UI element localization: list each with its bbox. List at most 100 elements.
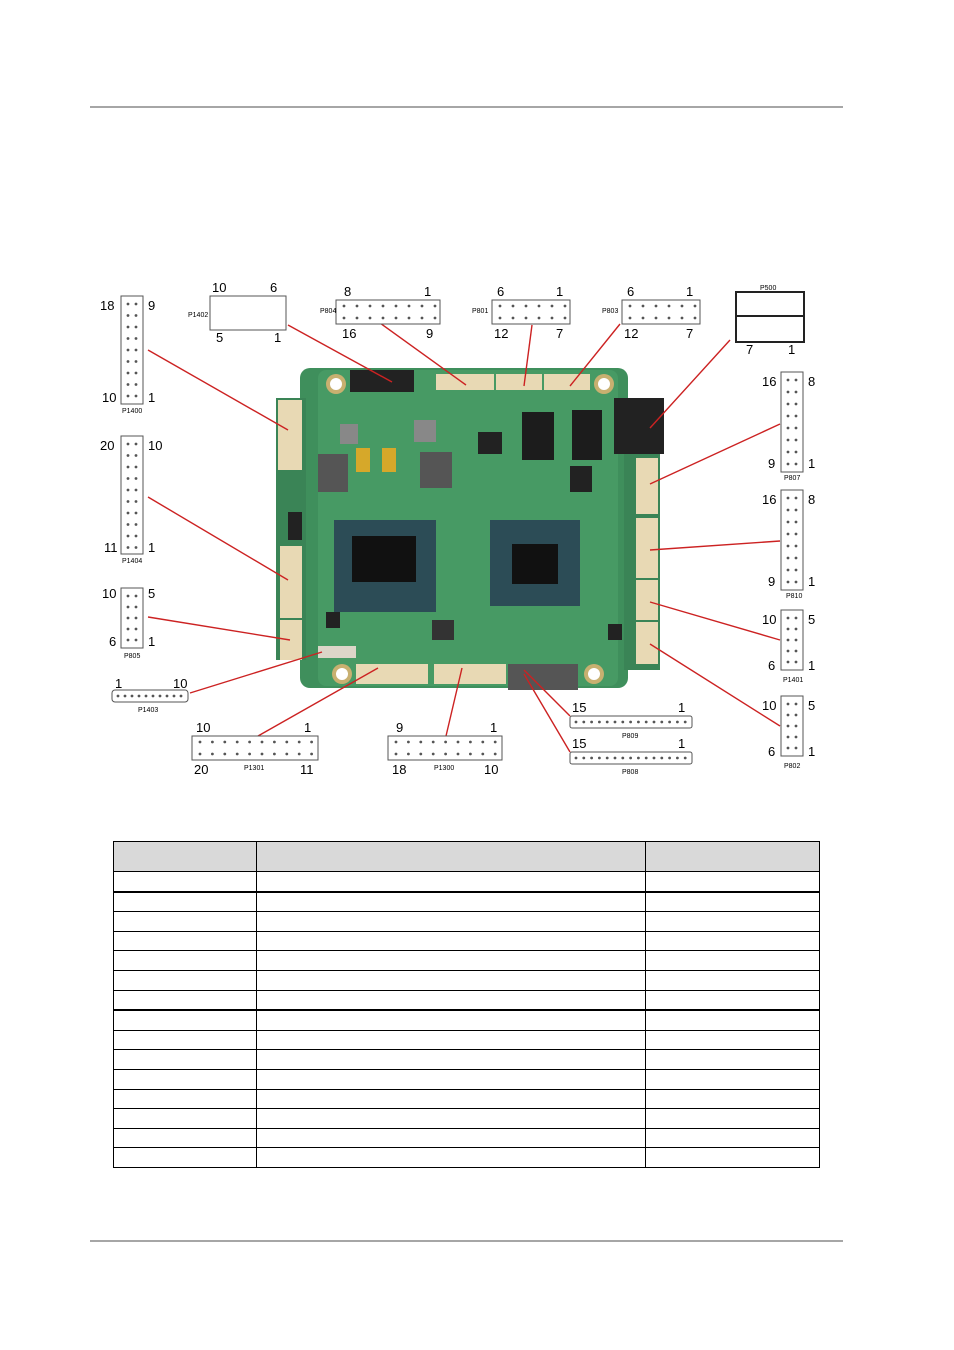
table-row xyxy=(113,1088,820,1110)
pin-dot xyxy=(680,316,684,320)
p1400-name: P1400 xyxy=(122,408,142,415)
table-cell xyxy=(113,911,257,932)
table-cell xyxy=(645,930,820,952)
p1301-tl: 10 xyxy=(196,720,210,735)
p1301-br: 11 xyxy=(300,762,314,777)
pin-dot xyxy=(126,371,130,375)
pin-dot xyxy=(524,316,528,320)
pin-dot xyxy=(134,383,138,386)
table-row xyxy=(113,911,820,932)
p1400-bl: 10 xyxy=(102,390,116,405)
table-cell xyxy=(256,969,646,991)
pin-dot xyxy=(598,756,601,760)
table-row xyxy=(113,1068,820,1090)
pin-dot xyxy=(786,496,790,500)
pin-dot xyxy=(126,534,130,538)
pin-dot xyxy=(652,720,656,724)
p801-tr: 1 xyxy=(556,284,563,299)
p1402-tr: 6 xyxy=(270,280,277,295)
pin-dot xyxy=(126,348,130,352)
p804-tl: 8 xyxy=(344,284,351,299)
p500-bl: 7 xyxy=(746,342,753,357)
pin-dot xyxy=(574,756,578,760)
pin-dot xyxy=(613,720,617,724)
p802-br: 1 xyxy=(808,744,815,759)
pin-dot xyxy=(126,511,130,515)
pin-dot xyxy=(126,616,130,620)
pin-dot xyxy=(537,316,541,320)
pin-dot xyxy=(134,394,138,398)
pin-dot xyxy=(433,316,437,320)
pin-dot xyxy=(582,756,586,760)
p1402-br: 1 xyxy=(274,330,281,345)
pin-dot xyxy=(134,534,138,538)
pin-dot xyxy=(481,752,485,756)
p804-tr: 1 xyxy=(424,284,431,299)
pin-dot xyxy=(794,520,798,524)
table-cell xyxy=(256,1127,646,1149)
pin-dot xyxy=(786,378,790,382)
pin-dot xyxy=(235,740,239,744)
pin-dot xyxy=(683,720,687,724)
table-row xyxy=(113,870,820,893)
pin-dot xyxy=(794,402,798,406)
table-cell xyxy=(256,1009,646,1031)
table-cell xyxy=(113,1049,257,1070)
pin-dot xyxy=(786,556,790,560)
pin-dot xyxy=(786,402,790,406)
table-header-cell xyxy=(256,841,646,872)
pin-dot xyxy=(794,713,798,717)
pin-dot xyxy=(660,720,664,724)
pin-dot xyxy=(654,304,658,308)
pin-header-diagrams xyxy=(111,291,805,765)
p802-tr: 5 xyxy=(808,698,815,713)
pin-dot xyxy=(786,414,790,418)
p1300-tl: 9 xyxy=(396,720,403,735)
p1300-bl: 18 xyxy=(392,762,406,777)
p1404-tl: 20 xyxy=(100,438,114,453)
pcb-board xyxy=(276,368,664,690)
p807-tr: 8 xyxy=(808,374,815,389)
pin-dot xyxy=(134,325,138,329)
pin-dot xyxy=(794,438,798,442)
table-header-cell xyxy=(645,841,820,872)
pin-dot xyxy=(134,627,138,631)
p1401-tl: 10 xyxy=(762,612,776,627)
pin-dot xyxy=(794,746,798,750)
pin-dot xyxy=(134,523,138,526)
top-rule xyxy=(90,106,843,108)
pin-dot xyxy=(223,752,227,756)
p1403-r: 10 xyxy=(173,676,187,691)
pin-dot xyxy=(297,740,301,744)
table-row xyxy=(113,1127,820,1149)
pin-dot xyxy=(126,360,130,363)
table-cell xyxy=(113,950,257,971)
table-cell xyxy=(645,1127,820,1149)
pin-dot xyxy=(444,740,447,744)
p1401-br: 1 xyxy=(808,658,815,673)
pin-dot xyxy=(407,316,411,320)
pin-dot xyxy=(794,649,798,653)
pin-dot xyxy=(637,756,640,760)
pin-dot xyxy=(134,605,138,609)
pin-dot xyxy=(469,740,472,744)
table-row xyxy=(113,1108,820,1129)
table-row xyxy=(113,1049,820,1070)
leader-lines xyxy=(147,322,781,753)
p1300-br: 10 xyxy=(484,762,498,777)
pin-dot xyxy=(550,304,554,308)
pin-dot xyxy=(144,694,148,698)
table-cell xyxy=(256,950,646,971)
pin-dot xyxy=(273,752,276,756)
pin-dots xyxy=(116,302,798,760)
pin-dot xyxy=(794,426,798,430)
pin-dot xyxy=(126,314,130,317)
pin-dot xyxy=(134,371,138,375)
pin-dot xyxy=(794,508,798,512)
pin-dot xyxy=(407,740,410,744)
pin-dot xyxy=(407,304,411,308)
p805-tl: 10 xyxy=(102,586,116,601)
p1404-name: P1404 xyxy=(122,558,142,565)
p1300-name: P1300 xyxy=(434,765,454,772)
pin-dot xyxy=(676,720,679,724)
